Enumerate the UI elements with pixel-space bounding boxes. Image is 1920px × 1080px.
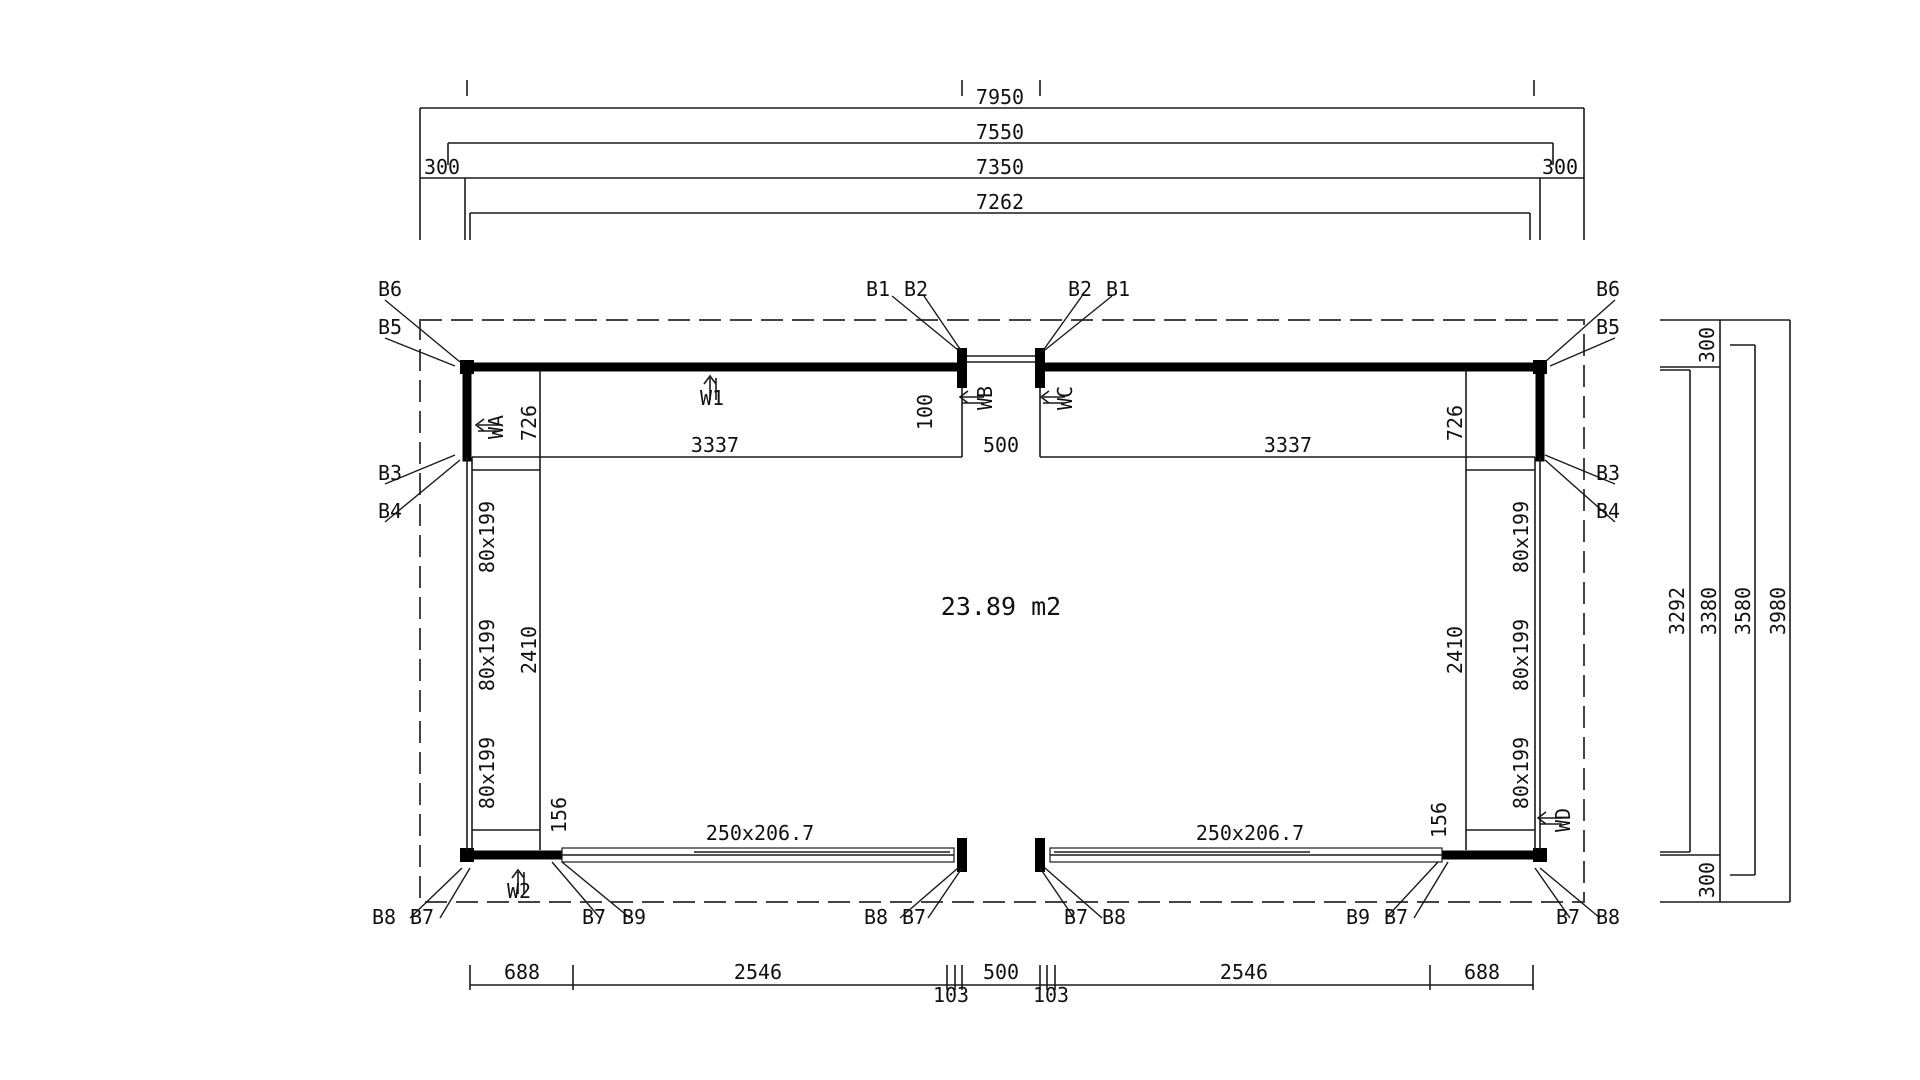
beam-label-b7-right: B7: [1384, 905, 1408, 929]
beam-label-b4-right: B4: [1596, 499, 1620, 523]
dim-2410-right: 2410: [1443, 626, 1467, 674]
dim-500-bottom: 500: [983, 960, 1019, 984]
panel-label-left-1: 80x199: [475, 501, 499, 573]
dim-2546-left: 2546: [734, 960, 782, 984]
dim-3980: 3980: [1766, 587, 1790, 635]
panel-label-left-3: 80x199: [475, 737, 499, 809]
dim-300-top-left: 300: [424, 155, 460, 179]
beam-label-b3-right: B3: [1596, 461, 1620, 485]
dim-300-right-bottom: 300: [1695, 862, 1719, 898]
wall-marker-arrows: [474, 374, 1562, 894]
dim-7950: 7950: [976, 85, 1024, 109]
dim-2410-left: 2410: [517, 626, 541, 674]
beam-label-b8-left: B8: [372, 905, 396, 929]
top-dimension-lines: [419, 80, 1585, 240]
beam-label-b6-left: B6: [378, 277, 402, 301]
walls: [460, 348, 1547, 872]
panel-label-right-1: 80x199: [1509, 501, 1533, 573]
wall-marker-wa: WA: [484, 415, 508, 439]
dim-3380: 3380: [1697, 587, 1721, 635]
dim-300-right-top: 300: [1695, 327, 1719, 363]
wall-marker-w2: W2: [507, 879, 531, 903]
dim-156-left: 156: [547, 797, 571, 833]
dim-2546-right: 2546: [1220, 960, 1268, 984]
beam-label-b8-mid-right: B8: [1102, 905, 1126, 929]
beam-label-b9-right: B9: [1346, 905, 1370, 929]
beam-label-b7-left: B7: [410, 905, 434, 929]
dim-500-top: 500: [983, 433, 1019, 457]
panel-label-right-3: 80x199: [1509, 737, 1533, 809]
dim-3337-right: 3337: [1264, 433, 1312, 457]
beam-label-b7-mid-left: B7: [902, 905, 926, 929]
dim-3292: 3292: [1665, 587, 1689, 635]
dim-7550: 7550: [976, 120, 1024, 144]
bottom-dimension-lines: [469, 965, 1534, 990]
beam-label-b1-top-left: B1: [866, 277, 890, 301]
dim-726-left: 726: [517, 405, 541, 441]
beam-label-b6-right: B6: [1596, 277, 1620, 301]
beam-label-b7-right-2: B7: [1556, 905, 1580, 929]
dim-300-top-right: 300: [1542, 155, 1578, 179]
beam-leader-lines: [384, 295, 1616, 919]
beam-label-b2-top-left: B2: [904, 277, 928, 301]
window-label-left: 250x206.7: [706, 821, 814, 845]
wall-marker-wc: WC: [1053, 386, 1077, 410]
beam-label-b8-mid-left: B8: [864, 905, 888, 929]
side-walls: [466, 370, 1541, 850]
wall-marker-wd: WD: [1551, 808, 1575, 832]
beam-label-b7-left-2: B7: [582, 905, 606, 929]
beam-label-b7-mid-right: B7: [1064, 905, 1088, 929]
dim-3337-left: 3337: [691, 433, 739, 457]
dim-100: 100: [913, 394, 937, 430]
dim-103-left: 103: [933, 983, 969, 1007]
dim-7262: 7262: [976, 190, 1024, 214]
dim-688-right: 688: [1464, 960, 1500, 984]
front-glazing: [561, 847, 1443, 863]
floor-area: 23.89 m2: [941, 592, 1061, 621]
beam-label-b8-right: B8: [1596, 905, 1620, 929]
beam-label-b5-left: B5: [378, 315, 402, 339]
panel-label-left-2: 80x199: [475, 619, 499, 691]
dim-688-left: 688: [504, 960, 540, 984]
dim-156-right: 156: [1427, 802, 1451, 838]
beam-label-b5-right: B5: [1596, 315, 1620, 339]
right-dimension-lines: [1660, 319, 1791, 903]
beam-label-b1-top-right: B1: [1106, 277, 1130, 301]
roof-outline: [419, 319, 1585, 903]
window-label-right: 250x206.7: [1196, 821, 1304, 845]
beam-label-b3-left: B3: [378, 461, 402, 485]
beam-label-b2-top-right: B2: [1068, 277, 1092, 301]
dim-103-right: 103: [1033, 983, 1069, 1007]
beam-label-b4-left: B4: [378, 499, 402, 523]
panel-label-right-2: 80x199: [1509, 619, 1533, 691]
dim-3580: 3580: [1731, 587, 1755, 635]
dim-7350: 7350: [976, 155, 1024, 179]
dim-726-right: 726: [1443, 405, 1467, 441]
wall-marker-w1: W1: [700, 386, 724, 410]
beam-label-b9-left: B9: [622, 905, 646, 929]
wall-marker-wb: WB: [973, 386, 997, 410]
